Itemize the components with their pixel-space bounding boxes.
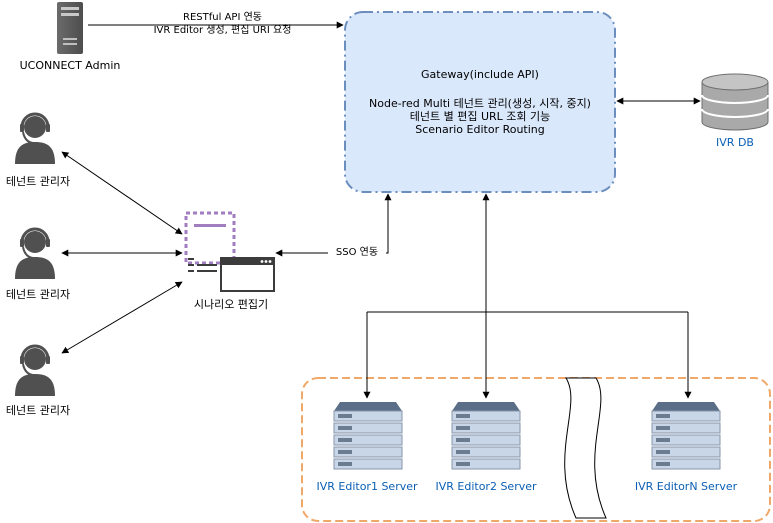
tenant-label-3: 테넌트 관리자 [5, 404, 71, 417]
server1-label: IVR Editor1 Server [316, 480, 418, 493]
ellipsis-break-shape[interactable] [564, 377, 607, 519]
gateway-line2: 테넌트 별 편집 URL 조회 기능 [409, 110, 551, 123]
rack-server-icon [333, 402, 403, 470]
rack-server-icon [451, 402, 521, 470]
gateway-line3: Scenario Editor Routing [415, 123, 545, 136]
tenant1-editor-connector [61, 151, 183, 235]
rack-server-icon [651, 402, 721, 470]
headset-user-icon [15, 112, 55, 164]
serverN-label: IVR EditorN Server [634, 480, 738, 493]
scenario-editor-label: 시나리오 편집기 [193, 298, 269, 311]
gateway-title: Gateway(include API) [421, 68, 539, 81]
headset-user-icon [15, 344, 55, 396]
db-label: IVR DB [716, 136, 754, 149]
server-tower-icon [57, 2, 83, 54]
database-icon [701, 73, 769, 131]
server2-label: IVR Editor2 Server [435, 480, 537, 493]
admin-label: UCONNECT Admin [19, 59, 121, 72]
gateway-box[interactable] [344, 11, 616, 193]
tenant-label-1: 테넌트 관리자 [5, 175, 71, 188]
headset-user-icon [15, 227, 55, 279]
gateway-line1: Node-red Multi 테넌트 관리(생성, 시작, 중지) [369, 97, 591, 110]
sso-connector [275, 193, 392, 257]
admin-link-label-line2: IVR Editor 생성, 편집 URI 요청 [153, 25, 292, 36]
tenant3-editor-connector [61, 281, 183, 354]
application-window-icon [184, 211, 275, 292]
tenant-label-2: 테넌트 관리자 [5, 288, 71, 301]
server-group-box[interactable] [301, 377, 771, 522]
sso-label: SSO 연동 [328, 246, 386, 259]
admin-link-label-line1: RESTful API 연동 [183, 12, 262, 23]
